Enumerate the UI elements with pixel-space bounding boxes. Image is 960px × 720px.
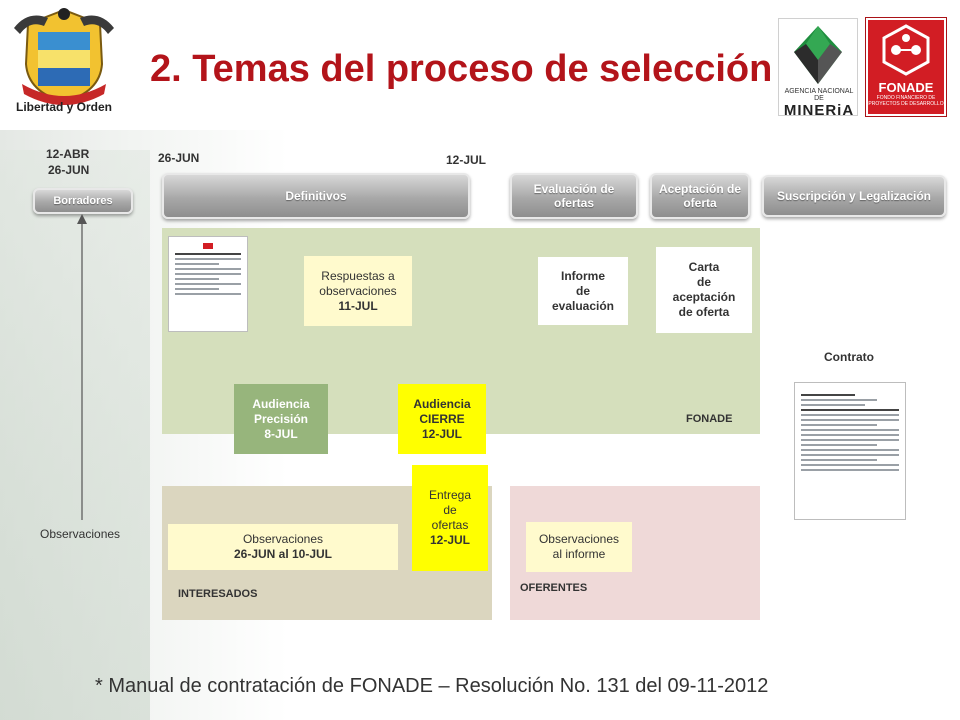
background-building <box>0 150 150 720</box>
fonade-logo-name: FONADE <box>878 80 934 95</box>
oferentes-observaciones-line2: al informe <box>552 547 606 561</box>
fonade-logo-text: FONADE FONDO FINANCIERO DE PROYECTOS DE … <box>868 80 944 107</box>
crest-motto: Libertad y Orden <box>15 100 113 114</box>
anm-diamond-icon <box>794 26 842 84</box>
audiencia-cierre-line2: CIERRE <box>419 411 465 426</box>
footer-note: * Manual de contratación de FONADE – Res… <box>95 675 769 697</box>
aceptacion-bar: Aceptación de oferta <box>650 173 750 219</box>
anm-logo-line2: MINERiA <box>783 102 855 119</box>
carta-line2: de <box>696 275 711 289</box>
audiencia-precision-line1: Audiencia <box>252 396 310 411</box>
audiencia-precision-line2: Precisión <box>253 411 309 426</box>
respuestas-text: Respuestas a observaciones <box>319 268 397 298</box>
informe-line2: de <box>575 283 590 298</box>
observaciones-arrow-icon <box>77 214 87 520</box>
respuestas-date: 11-JUL <box>338 298 378 313</box>
interesados-observaciones-line2: 26-JUN al 10-JUL <box>233 547 333 561</box>
carta-box: Carta de aceptación de oferta <box>656 247 752 333</box>
oferentes-observaciones-box: Observaciones al informe <box>526 522 632 572</box>
oferentes-panel-label: OFERENTES <box>520 582 588 594</box>
definitivos-date-end: 12-JUL <box>446 153 487 167</box>
borradores-date-end: 26-JUN <box>48 163 90 177</box>
anm-logo-text: AGENCIA NACIONAL DE MINERiA <box>782 88 856 119</box>
suscripcion-bar: Suscripción y Legalización <box>762 175 946 217</box>
entrega-line1: Entrega <box>428 488 472 502</box>
entrega-box: Entrega de ofertas 12-JUL <box>412 465 488 571</box>
carta-line3: aceptación <box>672 290 736 304</box>
interesados-observaciones-box: Observaciones 26-JUN al 10-JUL <box>168 524 398 570</box>
informe-box: Informe de evaluación <box>538 257 628 325</box>
respuestas-box: Respuestas a observaciones 11-JUL <box>304 256 412 326</box>
audiencia-cierre-line1: Audiencia <box>413 396 471 411</box>
definitivos-bar: Definitivos <box>162 173 470 219</box>
fonade-logo-tagline: FONDO FINANCIERO DE PROYECTOS DE DESARRO… <box>868 95 944 107</box>
pliego-document-thumbnail <box>168 236 248 332</box>
borradores-date-start: 12-ABR <box>46 147 90 161</box>
contrato-document-thumbnail <box>794 382 906 520</box>
interesados-observaciones-line1: Observaciones <box>242 532 324 546</box>
audiencia-precision-line3: 8-JUL <box>264 426 298 441</box>
contrato-label: Contrato <box>824 350 874 364</box>
audiencia-precision-box: Audiencia Precisión 8-JUL <box>234 384 328 454</box>
carta-line1: Carta <box>688 260 720 274</box>
audiencia-cierre-line3: 12-JUL <box>421 426 462 441</box>
entrega-line3: ofertas <box>431 518 469 532</box>
oferentes-observaciones-line1: Observaciones <box>538 532 620 546</box>
entrega-line2: de <box>443 503 457 517</box>
entrega-line4: 12-JUL <box>429 533 470 547</box>
definitivos-date-start: 26-JUN <box>158 151 200 165</box>
evaluacion-bar: Evaluación de ofertas <box>510 173 638 219</box>
borradores-bar: Borradores <box>33 188 133 214</box>
informe-line3: evaluación <box>551 298 615 313</box>
anm-logo-line1: AGENCIA NACIONAL DE <box>784 88 854 102</box>
side-observaciones-label: Observaciones <box>40 527 121 541</box>
audiencia-cierre-box: Audiencia CIERRE 12-JUL <box>398 384 486 454</box>
fonade-panel-label: FONADE <box>686 413 733 425</box>
fonade-hexagon-icon <box>882 24 930 76</box>
carta-line4: de oferta <box>678 305 730 319</box>
colombia-crest-icon <box>14 8 114 105</box>
informe-line1: Informe <box>560 268 605 283</box>
page-title: 2. Temas del proceso de selección <box>150 48 773 90</box>
interesados-panel-label: INTERESADOS <box>178 588 258 600</box>
